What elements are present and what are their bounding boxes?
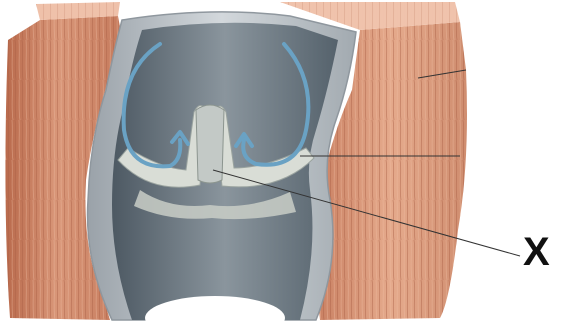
label-x: X (523, 232, 550, 272)
